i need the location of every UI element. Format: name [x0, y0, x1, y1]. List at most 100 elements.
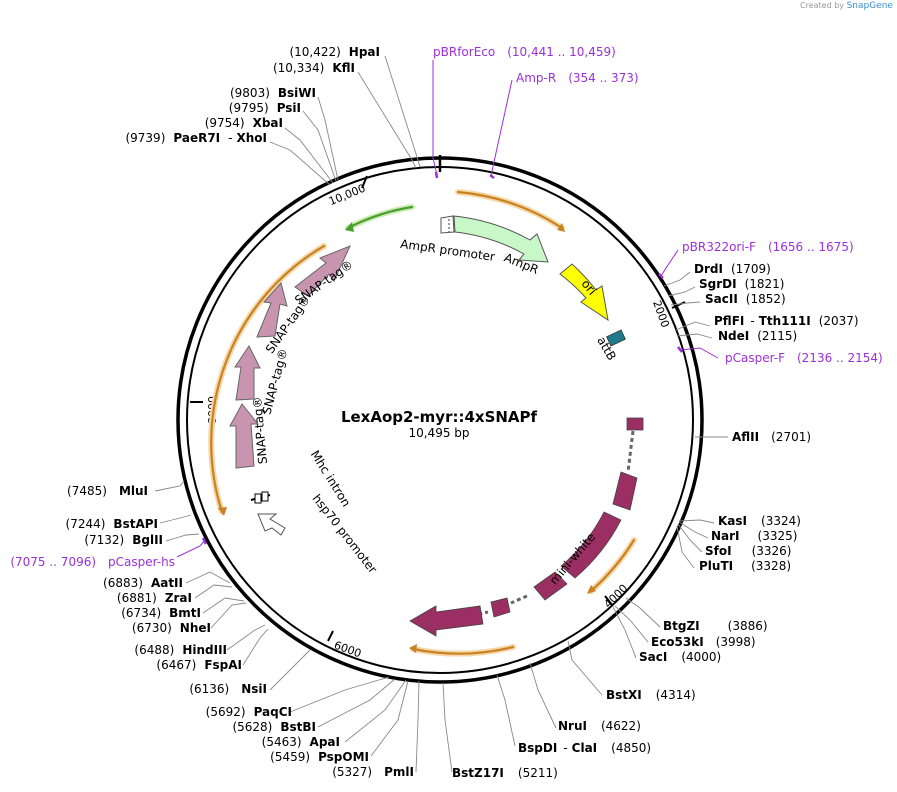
- site-bsiwi: (9803)BsiWI: [230, 86, 316, 100]
- site-bstxi: BstXI(4314): [606, 688, 696, 702]
- leader-nsii: [269, 649, 311, 691]
- orf-bottom: [411, 645, 515, 655]
- leader-psii: [302, 110, 337, 182]
- leader-hindiii: [226, 624, 266, 651]
- mhc-intron-exon-1: [254, 493, 262, 504]
- mini-white-exon-5: [490, 597, 511, 618]
- leader-tth111i: [675, 321, 711, 331]
- site-bstbi: (5628)BstBI: [232, 720, 316, 734]
- site-pluti: PluTI(3328): [699, 559, 791, 573]
- leader-hpai: [384, 55, 421, 168]
- site-nrui: NruI(4622): [558, 719, 641, 733]
- site-btgzi: BtgZI(3886): [663, 619, 768, 633]
- snap-tag-1: [229, 403, 260, 469]
- leader-bsiwi: [317, 96, 339, 181]
- site-labels: (10,422)HpaI (10,334)KflI (9803)BsiWI (9…: [66, 45, 859, 780]
- leader-pluti: [676, 525, 695, 569]
- site-fspai: (6467)FspAI: [156, 658, 242, 672]
- leader-sgrdi: [667, 286, 696, 297]
- orf-green-halo: [345, 204, 415, 231]
- site-zrai: (6881)ZraI: [117, 591, 192, 605]
- site-bspdi-clai: BspDI-ClaI(4850): [518, 741, 651, 755]
- orf-ampr-head: [557, 223, 565, 232]
- leader-bstbi: [317, 678, 396, 728]
- leader-nari: [678, 521, 709, 539]
- watermark: Created by SnapGene: [800, 1, 893, 11]
- leader-kfli: [357, 71, 417, 169]
- mini-white-exon-4: [533, 571, 568, 601]
- leader-sfoi: [677, 523, 703, 553]
- primer-mark-pcasper-f: [677, 346, 683, 353]
- orf-bottom-head: [409, 644, 417, 653]
- ori-arrow: [559, 263, 609, 322]
- leader-kasi: [678, 519, 715, 524]
- leader-bstapi: [159, 514, 192, 524]
- site-aflii: AflII(2701): [732, 430, 811, 444]
- tick-4000: [604, 595, 614, 607]
- primer-leader-pcasper-f: [679, 347, 719, 359]
- leader-bmti: [202, 597, 245, 614]
- primer-marks: [201, 171, 683, 545]
- primer-mark-ampr: [489, 174, 495, 179]
- site-sacii: SacII(1852): [705, 292, 786, 306]
- mini-white-intron-2: [510, 594, 528, 605]
- mini-white-exon-6: [409, 605, 484, 637]
- orf-left: [210, 244, 326, 514]
- primer-leader-pcasper-hs: [176, 539, 206, 558]
- site-kfli: (10,334)KflI: [273, 61, 355, 75]
- features: [229, 215, 644, 637]
- snap-tag-4: [294, 245, 351, 297]
- label-snap-2: SNAP-tag®: [259, 347, 290, 416]
- primer-ampr: Amp-R(354 .. 373): [516, 71, 639, 85]
- site-bmti: (6734)BmtI: [121, 606, 201, 620]
- site-bstapi: (7244)BstAPI: [66, 517, 158, 531]
- site-eco53ki: Eco53kI(3998): [651, 635, 756, 649]
- ampr-arrow: [453, 215, 549, 263]
- primer-leader-ampr: [490, 79, 513, 177]
- site-kasi: KasI(3324): [718, 514, 801, 528]
- site-xbai: (9754)XbaI: [205, 116, 283, 130]
- leader-drdi: [663, 271, 691, 287]
- mhc-intron-exon-2: [261, 491, 269, 502]
- primer-mark-pbr322ori: [658, 273, 664, 279]
- leader-paqci: [289, 676, 390, 713]
- site-pflfi-tth111i: PflFI-Tth111I(2037): [714, 314, 859, 328]
- site-nhei: (6730)NheI: [132, 621, 211, 635]
- site-sgrdi: SgrDI(1821): [699, 277, 784, 291]
- leader-pmli: [415, 680, 420, 773]
- label-ampr-promoter: AmpR promoter: [399, 237, 495, 264]
- primer-leaders: [176, 60, 719, 558]
- mini-white-exon-3: [560, 511, 622, 579]
- primer-pcasper-f: pCasper-F(2136 .. 2154): [725, 351, 883, 365]
- site-sfoi: SfoI(3326): [705, 544, 791, 558]
- leader-eco53ki: [614, 605, 649, 643]
- orf-green-head: [345, 222, 354, 232]
- site-paer7i-xhoi: (9739)PaeR7I-XhoI: [125, 131, 267, 145]
- site-apai: (5463)ApaI: [262, 735, 340, 749]
- hsp70-promoter-arrow: [257, 513, 286, 536]
- leader-ndei: [676, 333, 713, 339]
- ampr-promoter-arrow: [440, 215, 455, 234]
- leader-apai: [344, 679, 407, 743]
- tick-2000: [671, 301, 686, 309]
- leader-bglii: [165, 533, 200, 542]
- primer-mark-pcasper-hs: [201, 537, 208, 545]
- leader-saci: [612, 606, 637, 659]
- site-paqci: (5692)PaqCI: [206, 705, 292, 719]
- tick-6000: [327, 630, 334, 642]
- leader-bstxi: [567, 640, 603, 696]
- tick-label-2000: 2000: [650, 299, 672, 330]
- site-drdi: DrdI(1709): [694, 262, 771, 276]
- leader-xbai: [284, 127, 334, 184]
- leader-zrai: [194, 584, 233, 599]
- leader-nhei: [210, 602, 247, 629]
- primer-leader-pbrforeco: [432, 60, 438, 176]
- orf-right-head: [587, 585, 596, 594]
- site-hindiii: (6488)HindIII: [134, 643, 227, 657]
- center-title: LexAop2-myr::4xSNAPf 10,495 bp: [341, 408, 538, 440]
- plasmid-name: LexAop2-myr::4xSNAPf: [341, 408, 538, 426]
- leader-nrui: [529, 662, 557, 729]
- plasmid-length: 10,495 bp: [408, 426, 469, 440]
- mini-white-exon-1: [626, 417, 644, 431]
